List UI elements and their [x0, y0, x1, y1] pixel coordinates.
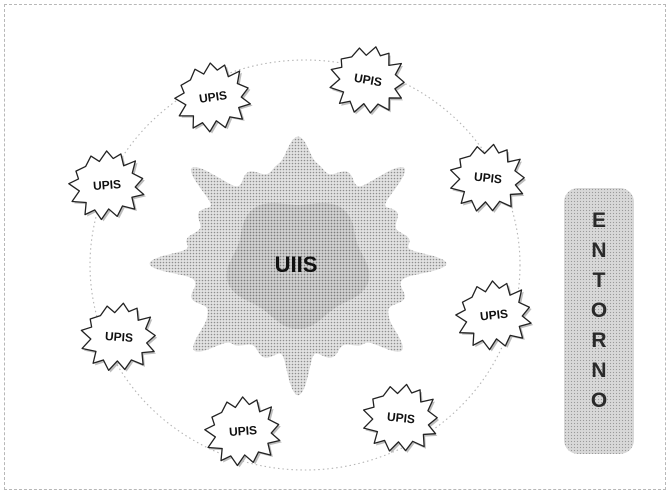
environment-letter: T: [592, 269, 606, 292]
upis-unit: UPIS: [174, 62, 253, 134]
environment-letter: O: [590, 299, 608, 322]
upis-unit: UPIS: [80, 302, 158, 373]
upis-puzzle-piece: [68, 150, 145, 221]
upis-unit: UPIS: [68, 150, 146, 222]
upis-label: UPIS: [198, 88, 228, 106]
upis-unit: UPIS: [329, 46, 406, 116]
upis-unit: UPIS: [455, 280, 534, 352]
central-unit-label: UIIS: [275, 252, 318, 277]
upis-label: UPIS: [93, 177, 122, 193]
upis-label: UPIS: [105, 329, 134, 345]
environment-letter: N: [591, 239, 607, 262]
upis-puzzle-piece: [362, 383, 438, 452]
upis-label: UPIS: [479, 307, 508, 324]
environment-letter: N: [591, 359, 607, 382]
upis-puzzle-piece: [449, 143, 525, 212]
peripheral-units: UPIS UPIS UPIS UPIS UPIS UPIS UPIS UPIS: [68, 46, 534, 468]
upis-label: UPIS: [229, 423, 258, 439]
upis-unit: UPIS: [449, 143, 527, 214]
environment-letter: O: [590, 389, 608, 412]
upis-unit: UPIS: [204, 396, 282, 468]
upis-puzzle-piece: [80, 302, 156, 372]
environment-letter: R: [591, 329, 607, 352]
upis-puzzle-piece: [329, 46, 405, 114]
boundary-circle: [89, 59, 521, 471]
upis-puzzle-piece: [455, 280, 532, 351]
central-unit: UIIS: [149, 136, 447, 396]
upis-label: UPIS: [353, 71, 383, 90]
central-puzzle-core: [226, 202, 370, 329]
upis-puzzle-piece: [174, 62, 251, 133]
upis-puzzle-piece: [204, 396, 281, 467]
upis-label: UPIS: [386, 410, 415, 427]
environment-letter: E: [591, 209, 606, 232]
diagram-frame: [4, 4, 666, 490]
upis-label: UPIS: [473, 170, 502, 187]
upis-unit: UPIS: [362, 383, 440, 454]
